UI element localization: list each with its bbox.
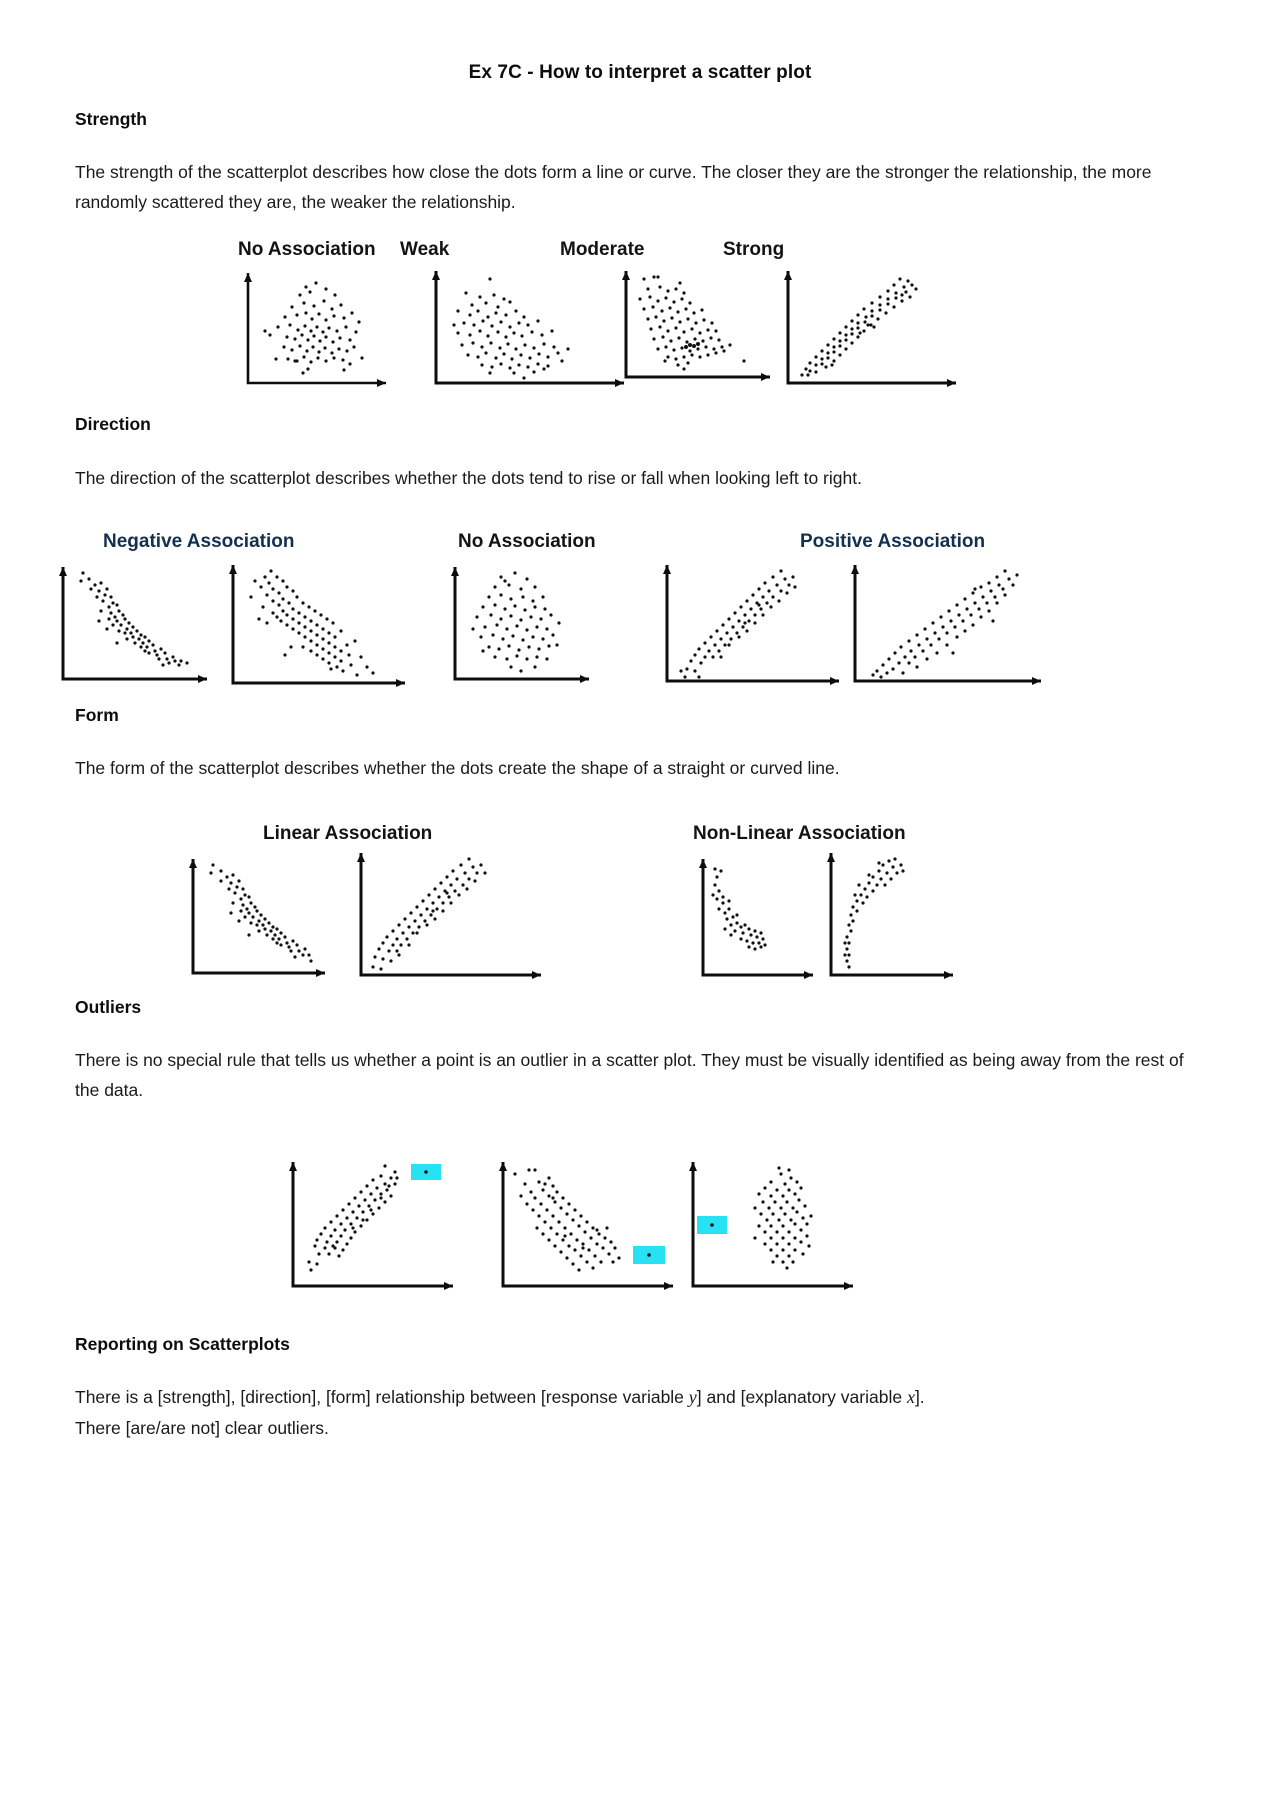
scatter-panel-no-association-direction (451, 566, 589, 683)
heading-outliers: Outliers (75, 997, 142, 1018)
label-no-association-direction: No Association (458, 530, 596, 552)
label-negative-association: Negative Association (103, 530, 295, 552)
heading-strength: Strength (75, 109, 147, 129)
scatter-panel-positive-2 (851, 564, 1041, 685)
paragraph-reporting-line1: There is a [strength], [direction], [for… (75, 1382, 1208, 1413)
heading-reporting: Reporting on Scatterplots (75, 1333, 290, 1354)
direction-scatter-figure (59, 559, 1208, 704)
paragraph-form: The form of the scatterplot describes wh… (75, 758, 840, 779)
scatter-panel-strong (784, 271, 956, 388)
label-linear-association: Linear Association (263, 823, 433, 845)
paragraph-outliers: There is no special rule that tells us w… (75, 1050, 1184, 1101)
heading-form: Form (75, 704, 119, 725)
strength-scatter-figure (75, 265, 1208, 405)
form-figure-labels: Linear Association Non-Linear Associatio… (75, 823, 1208, 851)
strength-figure-labels: No Association Weak Moderate Strong (75, 239, 1208, 265)
reporting-part1: There is a [strength], [direction], [for… (75, 1386, 689, 1407)
scatter-panel-outlier-positive (289, 1161, 453, 1290)
scatter-panel-moderate (622, 271, 770, 382)
scatter-panel-outlier-negative (499, 1161, 673, 1290)
label-strong: Strong (723, 239, 785, 261)
reporting-var-x: x (906, 1386, 915, 1407)
scatter-panel-linear-negative (189, 859, 325, 978)
reporting-part2: ] and [explanatory variable (696, 1386, 907, 1407)
scatter-panel-linear-positive (357, 853, 541, 980)
scatter-panel-outlier-cluster (689, 1161, 853, 1290)
paragraph-strength: The strength of the scatterplot describe… (75, 162, 1152, 213)
scatter-panel-positive-1 (663, 564, 839, 685)
label-non-linear-association: Non-Linear Association (693, 823, 906, 845)
form-scatter-figure (75, 851, 1208, 996)
scatter-panel-weak (432, 271, 624, 388)
outliers-scatter-figure (75, 1150, 1208, 1305)
reporting-part3: ]. (914, 1386, 925, 1407)
page-title: Ex 7C - How to interpret a scatter plot (468, 62, 812, 83)
reporting-var-y: y (688, 1386, 697, 1407)
paragraph-direction: The direction of the scatterplot describ… (75, 467, 862, 488)
scatter-panel-nonlinear-increasing (827, 853, 953, 980)
label-weak: Weak (400, 239, 450, 261)
scatter-panel-no-association (244, 273, 386, 388)
scatter-panel-negative-1 (59, 566, 207, 683)
direction-figure-labels: Negative Association No Association Posi… (55, 531, 1208, 559)
label-positive-association: Positive Association (800, 530, 986, 552)
paragraph-reporting-line2: There [are/are not] clear outliers. (75, 1417, 329, 1438)
scatter-panel-nonlinear-decreasing (699, 859, 813, 980)
scatter-panel-negative-2 (229, 564, 405, 687)
heading-direction: Direction (75, 414, 151, 435)
label-no-association: No Association (238, 239, 376, 261)
label-moderate: Moderate (560, 239, 645, 261)
document-body: Strength The strength of the scatterplot… (0, 84, 1280, 1443)
